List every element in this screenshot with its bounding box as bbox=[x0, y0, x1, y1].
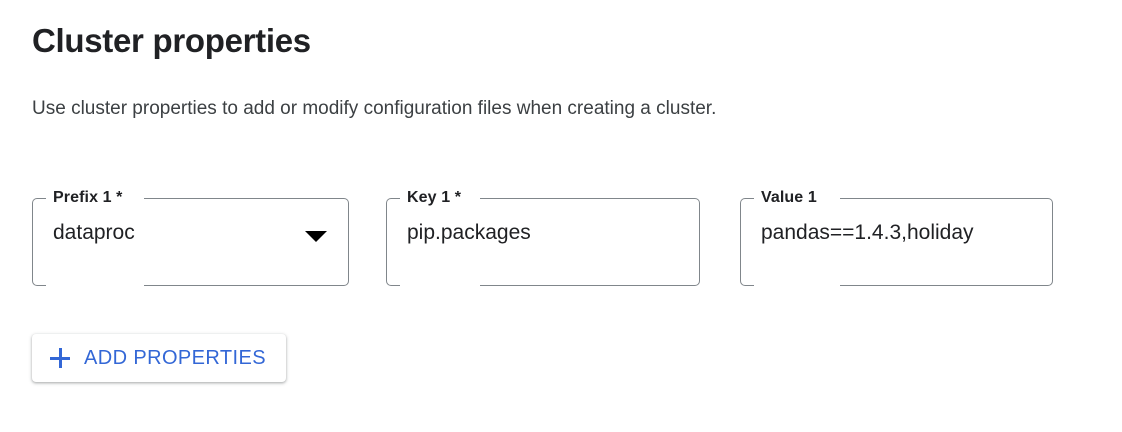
key-input-value[interactable]: pip.packages bbox=[407, 221, 531, 244]
prefix-select-value[interactable]: dataproc bbox=[53, 221, 135, 244]
add-properties-label: ADD PROPERTIES bbox=[84, 347, 266, 369]
value-field[interactable]: Value 1 pandas==1.4.3,holiday bbox=[740, 188, 1053, 286]
page-title: Cluster properties bbox=[32, 22, 311, 59]
properties-row: Prefix 1 * dataproc Key 1 * pip.packages… bbox=[0, 188, 1122, 290]
value-field-label: Value 1 bbox=[756, 188, 822, 208]
plus-icon bbox=[50, 348, 70, 368]
add-properties-button[interactable]: ADD PROPERTIES bbox=[32, 334, 286, 382]
key-field[interactable]: Key 1 * pip.packages bbox=[386, 188, 700, 286]
prefix-field-label: Prefix 1 * bbox=[48, 188, 128, 208]
value-input-value[interactable]: pandas==1.4.3,holiday bbox=[761, 221, 974, 244]
page-description: Use cluster properties to add or modify … bbox=[32, 98, 717, 119]
chevron-down-icon[interactable] bbox=[305, 231, 327, 242]
prefix-field[interactable]: Prefix 1 * dataproc bbox=[32, 188, 349, 286]
key-field-label: Key 1 * bbox=[402, 188, 467, 208]
